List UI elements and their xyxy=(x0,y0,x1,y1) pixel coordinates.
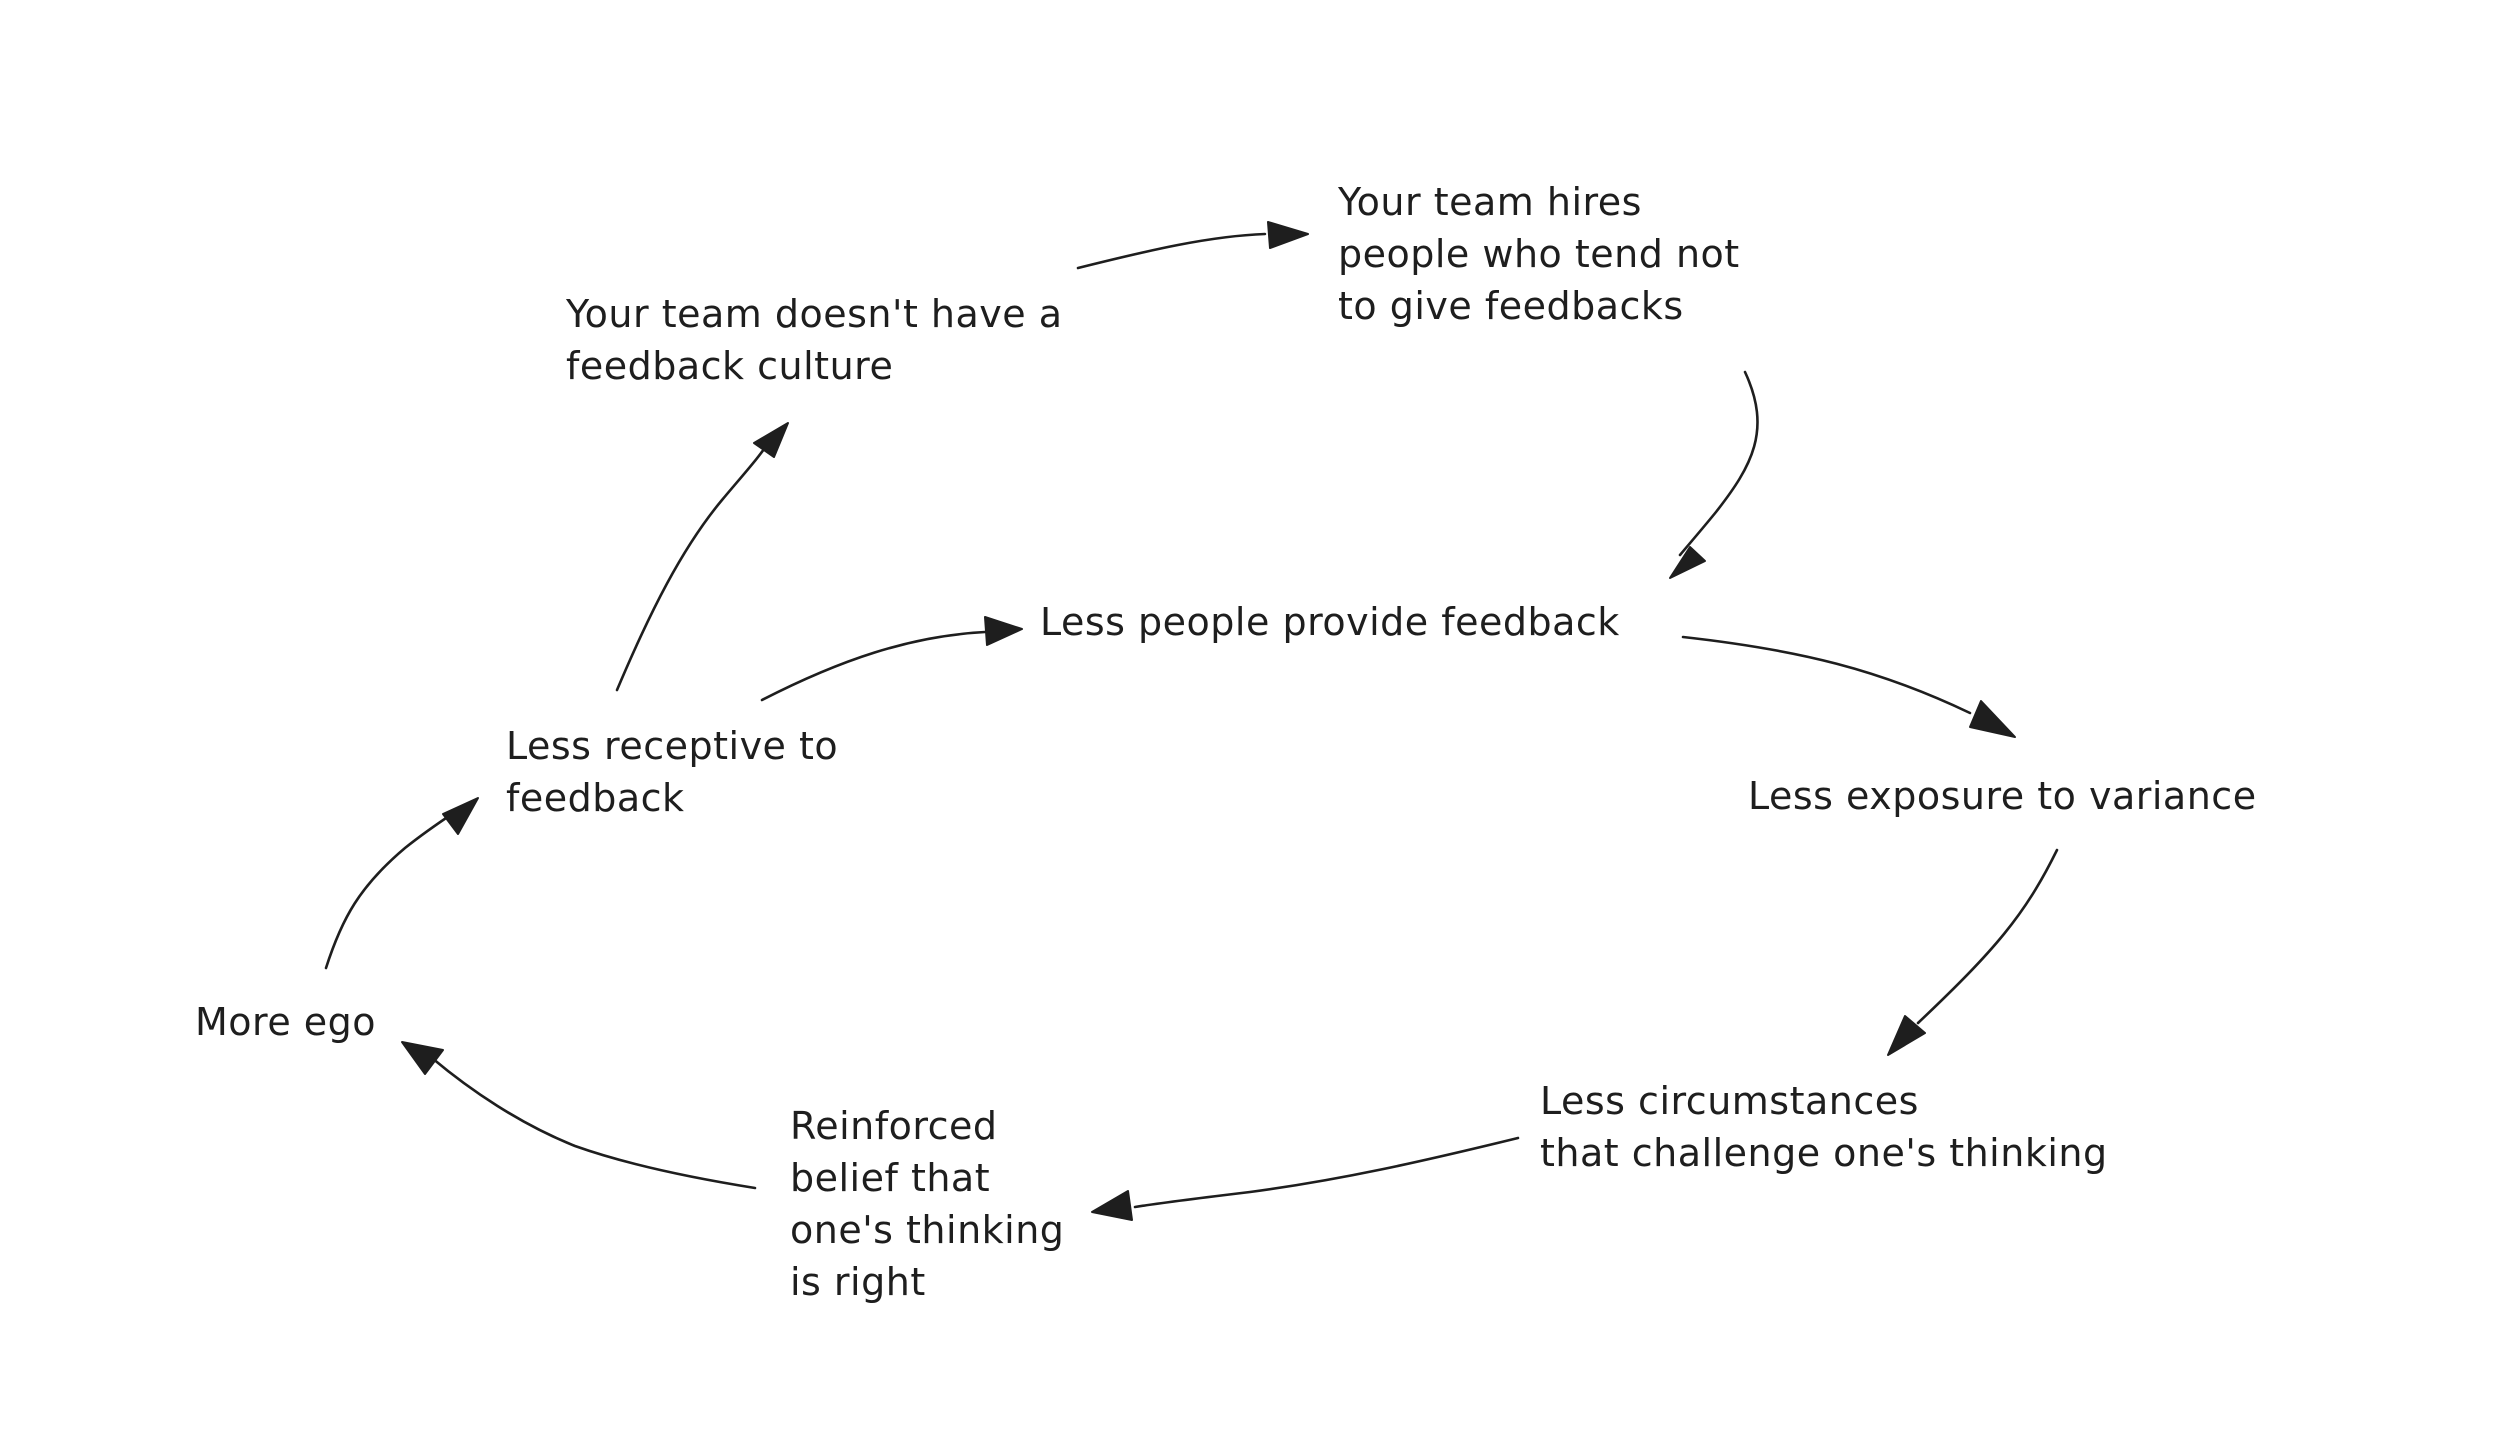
node-text-line: one's thinking xyxy=(790,1208,1065,1252)
node-hires-non-givers: Your team hires people who tend not to g… xyxy=(1338,176,1740,332)
arrowhead-belief-to-ego xyxy=(401,1041,444,1075)
arrow-exposure-to-circumstances xyxy=(1916,848,2059,1025)
arrowhead-hires-to-less-people xyxy=(1669,546,1706,579)
node-text-line: Less receptive to xyxy=(506,724,839,768)
arrowhead-less-people-to-exposure xyxy=(1969,700,2016,738)
node-text-line: to give feedbacks xyxy=(1338,284,1684,328)
arrow-ego-to-receptive xyxy=(324,810,457,970)
node-text-line: Your team doesn't have a xyxy=(566,292,1063,336)
arrowhead-ego-to-receptive xyxy=(442,797,479,835)
node-text-line: people who tend not xyxy=(1338,232,1740,276)
node-text-line: Less people provide feedback xyxy=(1040,600,1620,644)
node-text-line: Less exposure to variance xyxy=(1748,774,2257,818)
node-less-exposure: Less exposure to variance xyxy=(1748,770,2257,822)
node-text-line: belief that xyxy=(790,1156,991,1200)
arrow-belief-to-ego xyxy=(430,1056,757,1190)
arrow-receptive-to-culture xyxy=(615,438,772,692)
node-text-line: Your team hires xyxy=(1338,180,1642,224)
node-less-people-provide: Less people provide feedback xyxy=(1040,596,1620,648)
arrowhead-receptive-to-less-people xyxy=(984,616,1023,646)
node-less-receptive: Less receptive to feedback xyxy=(506,720,838,824)
node-text-line: Less circumstances xyxy=(1540,1079,1919,1123)
arrow-less-people-to-exposure xyxy=(1681,635,1972,715)
node-text-line: that challenge one's thinking xyxy=(1540,1131,2108,1175)
node-text-line: Reinforced xyxy=(790,1104,998,1148)
node-reinforced-belief: Reinforced belief that one's thinking is… xyxy=(790,1100,1064,1308)
arrow-culture-to-hires xyxy=(1076,232,1267,270)
arrowhead-exposure-to-circumstances xyxy=(1887,1015,1926,1056)
node-less-circumstances: Less circumstances that challenge one's … xyxy=(1540,1075,2108,1179)
arrowhead-culture-to-hires xyxy=(1267,221,1309,249)
arrowhead-receptive-to-culture xyxy=(753,422,789,458)
arrow-circumstances-to-belief xyxy=(1133,1136,1520,1209)
node-text-line: feedback xyxy=(506,776,685,820)
node-more-ego: More ego xyxy=(195,996,376,1048)
node-text-line: feedback culture xyxy=(566,344,894,388)
arrow-hires-to-less-people xyxy=(1678,370,1759,557)
node-text-line: More ego xyxy=(195,1000,377,1044)
node-text-line: is right xyxy=(790,1260,926,1304)
node-no-feedback-culture: Your team doesn't have a feedback cultur… xyxy=(566,288,1063,392)
arrow-receptive-to-less-people xyxy=(760,630,987,702)
arrowhead-circumstances-to-belief xyxy=(1091,1190,1133,1221)
